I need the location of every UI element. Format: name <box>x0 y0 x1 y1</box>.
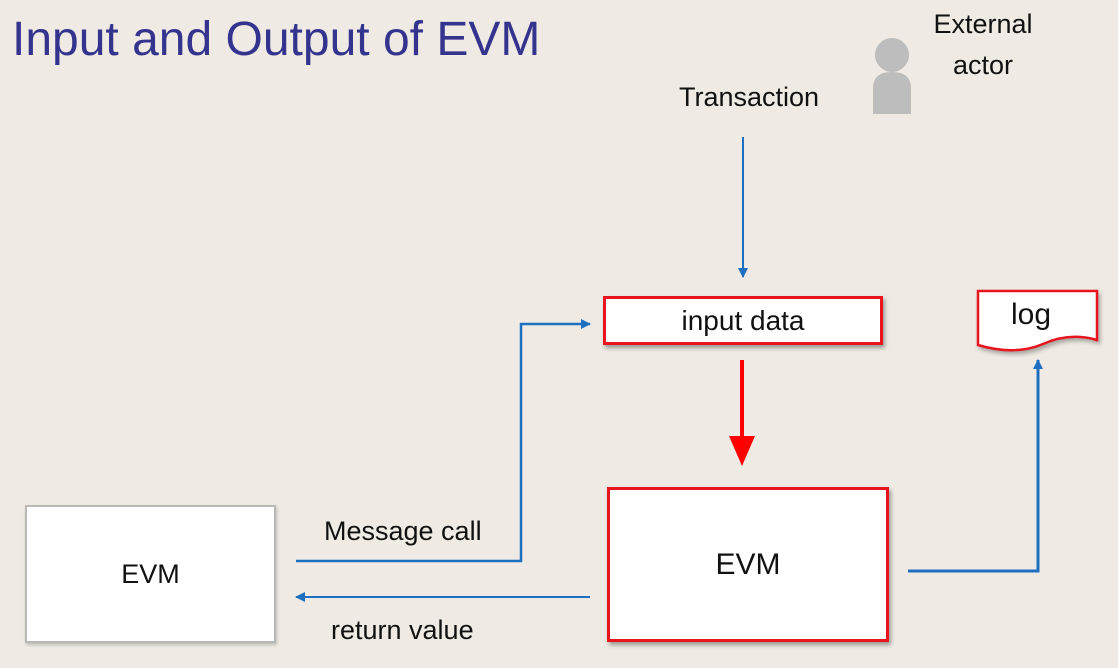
message-call-arrow <box>296 319 591 563</box>
external-actor-label-line1: External <box>933 9 1033 39</box>
return-value-label: return value <box>331 615 474 645</box>
log-arrow <box>908 359 1043 573</box>
log-label: log <box>1010 298 1052 331</box>
evm-main-label: EVM <box>715 547 781 581</box>
external-actor-label-line2: actor <box>952 50 1014 80</box>
log-document-shape <box>976 289 1099 352</box>
page-title: Input and Output of EVM <box>12 13 541 66</box>
evm-other-label: EVM <box>121 558 180 589</box>
evm-main-box: EVM <box>607 487 889 642</box>
transaction-label: Transaction <box>679 82 820 112</box>
person-icon <box>873 38 911 114</box>
message-call-label: Message call <box>324 516 482 546</box>
input-data-label: input data <box>681 304 805 336</box>
external-actor <box>872 36 912 114</box>
input-to-evm-arrow-head <box>729 436 755 466</box>
input-data-box: input data <box>603 296 883 345</box>
log-document: log <box>975 288 1105 358</box>
external-actor-label: External actor <box>913 4 1053 86</box>
evm-other-box: EVM <box>25 505 276 643</box>
